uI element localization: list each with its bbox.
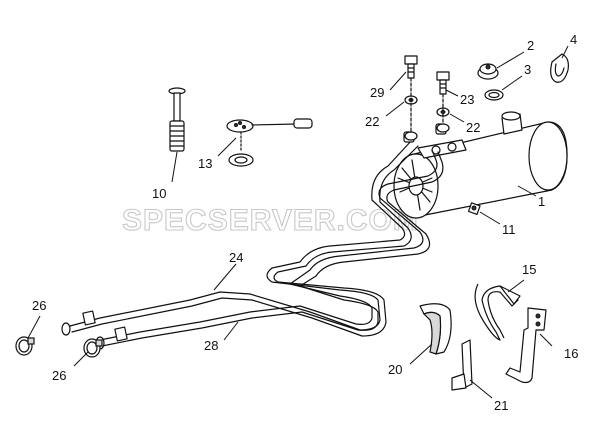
hose-clamp-lower bbox=[83, 338, 103, 358]
gasket bbox=[484, 89, 504, 101]
mounting-bracket-16 bbox=[505, 307, 547, 384]
callout-13: 13 bbox=[198, 156, 212, 171]
callout-28: 28 bbox=[204, 338, 218, 353]
callout-22-left: 22 bbox=[365, 114, 379, 129]
callout-labels: 1 2 3 4 10 11 13 15 16 20 21 22 22 23 24… bbox=[32, 32, 578, 413]
drain-plug bbox=[467, 202, 481, 216]
callout-16: 16 bbox=[564, 346, 578, 361]
callout-23: 23 bbox=[460, 92, 474, 107]
fuel-pickup-strainer bbox=[168, 87, 186, 152]
fuel-sender-unit bbox=[226, 118, 313, 167]
callout-22-right: 22 bbox=[466, 120, 480, 135]
banjo-fittings bbox=[404, 123, 450, 141]
callout-1: 1 bbox=[538, 194, 545, 209]
callout-20: 20 bbox=[388, 362, 402, 377]
tank-strap-15 bbox=[474, 283, 521, 341]
callout-3: 3 bbox=[524, 62, 531, 77]
bolt-29 bbox=[404, 55, 418, 79]
callout-24: 24 bbox=[229, 250, 243, 265]
callout-26-upper: 26 bbox=[32, 298, 46, 313]
callout-4: 4 bbox=[570, 32, 577, 47]
watermark-text: SPECSERVER.COM bbox=[122, 204, 419, 237]
hose-clamp-upper bbox=[15, 336, 35, 356]
callout-29: 29 bbox=[370, 85, 384, 100]
callout-26-lower: 26 bbox=[52, 368, 66, 383]
filler-cap bbox=[477, 63, 499, 80]
callout-10: 10 bbox=[152, 186, 166, 201]
bolt-23 bbox=[436, 71, 450, 95]
callout-2: 2 bbox=[527, 38, 534, 53]
callout-21: 21 bbox=[494, 398, 508, 413]
callout-15: 15 bbox=[522, 262, 536, 277]
callout-11: 11 bbox=[502, 222, 516, 237]
strap-pad-21 bbox=[451, 339, 473, 391]
strap-pad-20 bbox=[419, 303, 452, 355]
fuel-lines bbox=[61, 123, 447, 350]
retainer-clip bbox=[550, 53, 569, 83]
leader-lines bbox=[27, 45, 569, 399]
